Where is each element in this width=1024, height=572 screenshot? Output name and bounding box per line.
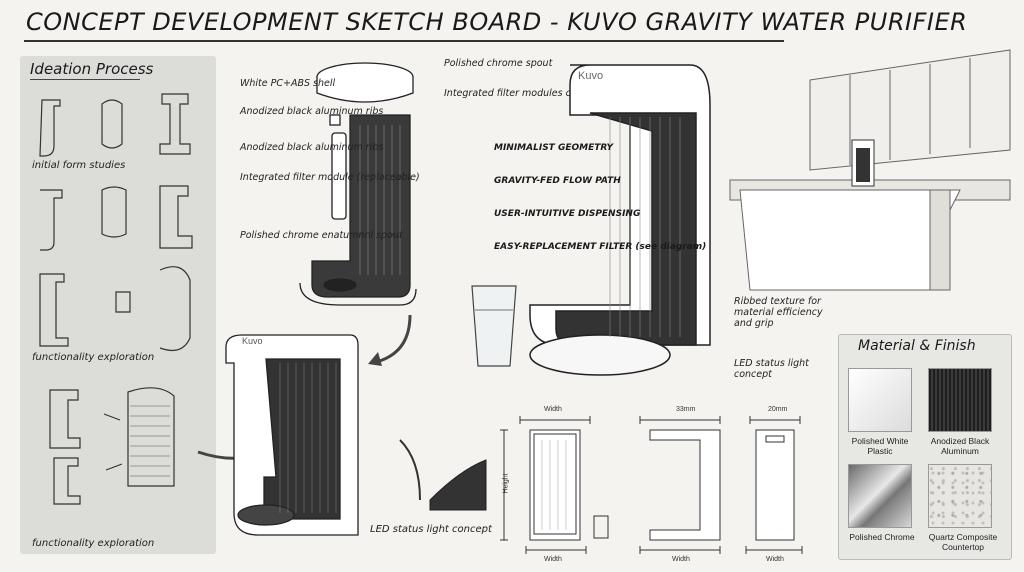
swatch-label-quartz: Quartz Composite Countertop bbox=[928, 532, 998, 552]
kitchen-scene-sketch bbox=[729, 49, 1011, 291]
small-render-sketch bbox=[225, 334, 359, 536]
ideation-sketches bbox=[39, 93, 193, 505]
hero-label-filter: EASY-REPLACEMENT FILTER (see diagram) bbox=[494, 242, 707, 252]
exploded-label-shell: White PC+ABS shell bbox=[240, 78, 336, 89]
exploded-label-filter: Integrated filter module (replaceable) bbox=[240, 172, 420, 183]
hero-label-flow: GRAVITY-FED FLOW PATH bbox=[494, 176, 621, 186]
dim-33mm: 33mm bbox=[676, 406, 696, 413]
dim-width-front-bottom: Width bbox=[544, 556, 562, 563]
dim-width-back: Width bbox=[766, 556, 784, 563]
swatch-polished-chrome bbox=[848, 464, 912, 528]
swatch-white-plastic bbox=[848, 368, 912, 432]
board-title: CONCEPT DEVELOPMENT SKETCH BOARD - KUVO … bbox=[26, 8, 968, 36]
ideation-panel bbox=[20, 56, 216, 554]
exploded-label-ribs-2: Anodized black aluminum ribs bbox=[240, 142, 384, 153]
detail-closeup-sketch bbox=[399, 439, 487, 511]
ideation-caption-3: functionality exploration bbox=[32, 538, 155, 549]
title-underline bbox=[24, 40, 784, 42]
swatch-label-white-plastic: Polished White Plastic bbox=[851, 436, 909, 456]
dim-height: Height bbox=[502, 473, 510, 494]
hero-label-ribbed: Ribbed texture for material efficiency a… bbox=[734, 296, 823, 329]
dim-width-side: Width bbox=[672, 556, 690, 563]
hero-render-sketch bbox=[529, 64, 711, 376]
ideation-caption-2: functionality exploration bbox=[32, 352, 155, 363]
small-render-label: LED status light concept bbox=[370, 524, 492, 535]
swatch-label-black-aluminum: Anodized Black Aluminum bbox=[930, 436, 990, 456]
exploded-label-filter-connect: Integrated filter modules connect (cllag… bbox=[444, 88, 656, 99]
dim-width-front: Width bbox=[544, 406, 562, 413]
ideation-title: Ideation Process bbox=[30, 60, 154, 78]
swatch-black-aluminum bbox=[928, 368, 992, 432]
ideation-title-rule bbox=[30, 79, 140, 80]
swatch-label-polished-chrome: Polished Chrome bbox=[849, 532, 915, 542]
hero-label-led: LED status light concept bbox=[734, 358, 809, 380]
exploded-label-ribs-1: Anodized black aluminum ribs bbox=[240, 106, 384, 117]
curved-arrow-icon bbox=[368, 314, 412, 366]
ideation-caption-1: initial form studies bbox=[32, 160, 126, 171]
dim-20mm: 20mm bbox=[768, 406, 788, 413]
small-render-brand: Kuvo bbox=[242, 336, 263, 346]
hero-label-geometry: MINIMALIST GEOMETRY bbox=[494, 143, 613, 153]
exploded-label-chrome-spout: Polished chrome spout bbox=[444, 58, 553, 69]
hero-brand: Kuvo bbox=[578, 70, 604, 82]
water-glass-icon bbox=[471, 285, 517, 367]
exploded-view-sketch bbox=[299, 62, 417, 306]
swatch-quartz bbox=[928, 464, 992, 528]
dimension-drawings bbox=[500, 416, 803, 554]
material-title: Material & Finish bbox=[858, 338, 976, 354]
hero-label-dispensing: USER-INTUITIVE DISPENSING bbox=[494, 209, 641, 219]
exploded-label-spout: Polished chrome enatumnnl spout bbox=[240, 230, 403, 241]
